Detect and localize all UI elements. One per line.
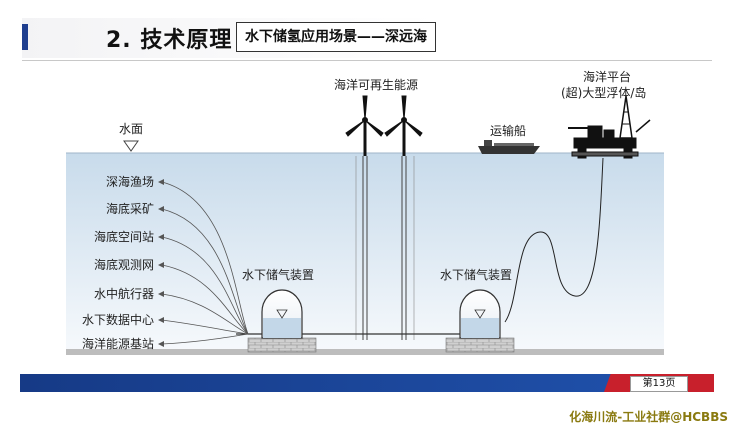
subtitle-box: 水下储氢应用场景——深远海	[236, 22, 436, 52]
application-label: 深海渔场	[105, 175, 154, 189]
storage-dome-icon	[445, 289, 515, 353]
application-label: 水中航行器	[93, 287, 154, 301]
application-connector-lines	[161, 181, 249, 345]
water-level-triangle-icon	[474, 309, 486, 319]
application-arrowheads	[158, 179, 164, 347]
riser-cable	[504, 157, 604, 323]
platform-label-line2: (超)大型浮体/岛	[561, 86, 647, 100]
application-label: 海底观测网	[93, 258, 154, 272]
ship-label: 运输船	[490, 124, 527, 138]
water-level-triangle-icon	[276, 309, 288, 319]
platform-label-line1: 海洋平台	[583, 70, 632, 84]
page-number: 第13页	[630, 376, 688, 392]
seabed	[66, 349, 664, 355]
storage-dome-icon	[247, 289, 317, 353]
section-title: 2. 技术原理	[106, 28, 233, 53]
application-label: 水下数据中心	[81, 313, 154, 327]
water-body	[66, 153, 664, 351]
footer-bar	[20, 374, 620, 392]
ship-icon	[478, 140, 540, 154]
watermark: 化海川流-工业社群@HCBBS	[569, 410, 728, 424]
wind-turbine-icon	[345, 95, 423, 156]
water-level-triangle-icon	[123, 140, 139, 152]
turbine-piles	[355, 156, 415, 340]
water-surface-label: 水面	[119, 122, 144, 136]
title-accent	[22, 24, 28, 50]
application-label: 海底采矿	[105, 202, 154, 216]
oil-platform-icon	[568, 95, 651, 159]
title-underline	[22, 60, 712, 61]
storage-left-label: 水下储气装置	[242, 268, 315, 282]
storage-right-label: 水下储气装置	[440, 268, 513, 282]
application-label: 海底空间站	[93, 230, 154, 244]
renewable-energy-label: 海洋可再生能源	[334, 78, 419, 92]
application-label: 海洋能源基站	[81, 337, 154, 351]
